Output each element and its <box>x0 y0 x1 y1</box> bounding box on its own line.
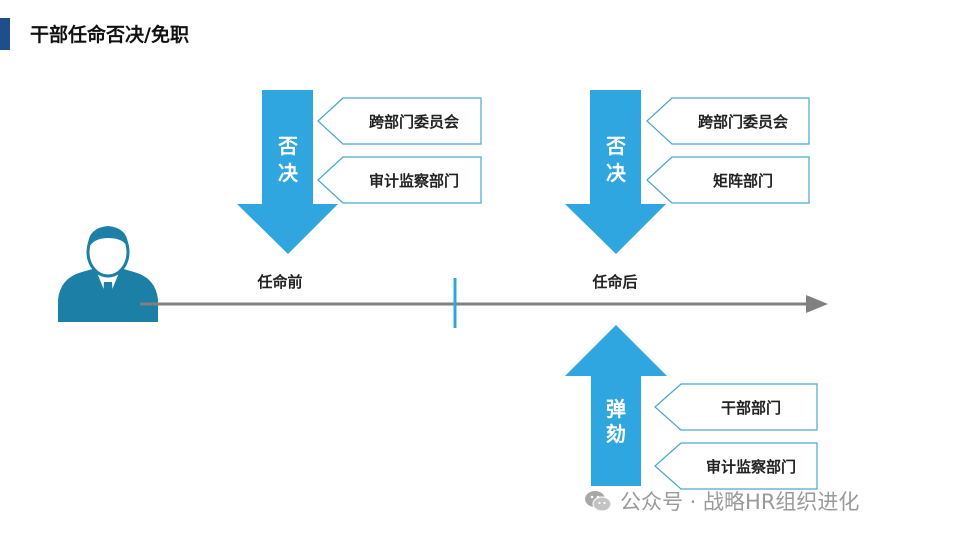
wechat-icon <box>585 491 612 512</box>
veto-after-arrow <box>565 90 666 254</box>
veto-before-tag-1: 跨部门委员会 <box>369 113 459 131</box>
veto-after-tag-1-shape <box>646 97 810 145</box>
veto-after-char-1: 否 <box>605 134 626 158</box>
impeach-tag-2-shape <box>654 442 818 490</box>
watermark: 公众号 · 战略HR组织进化 <box>584 486 859 516</box>
veto-before-tag-1-shape <box>317 97 482 145</box>
veto-before-tag-2: 审计监察部门 <box>369 172 459 190</box>
veto-after-tag-2-shape <box>646 156 810 204</box>
person-icon <box>58 226 158 322</box>
watermark-text: 公众号 · 战略HR组织进化 <box>620 490 860 514</box>
label-before: 任命前 <box>256 273 302 291</box>
impeach-char-1: 弹 <box>606 397 626 421</box>
veto-before-arrow <box>237 90 338 254</box>
label-after: 任命后 <box>591 273 637 291</box>
timeline-arrowhead <box>806 295 828 313</box>
impeach-arrow <box>565 325 667 486</box>
veto-after-char-2: 决 <box>606 161 627 185</box>
veto-after-tag-1: 跨部门委员会 <box>698 113 788 131</box>
impeach-tag-2: 审计监察部门 <box>706 458 796 476</box>
timeline <box>140 278 828 328</box>
veto-before-char-2: 决 <box>278 161 299 185</box>
title-accent-bar <box>0 18 10 50</box>
impeach-tag-1: 干部部门 <box>721 399 781 417</box>
veto-before-tag-2-shape <box>317 156 482 204</box>
impeach-char-2: 劾 <box>606 422 626 446</box>
veto-before-char-1: 否 <box>277 134 298 158</box>
page-title: 干部任命否决/免职 <box>30 24 189 46</box>
veto-after-tag-2: 矩阵部门 <box>713 172 773 190</box>
impeach-tag-1-shape <box>654 383 818 431</box>
